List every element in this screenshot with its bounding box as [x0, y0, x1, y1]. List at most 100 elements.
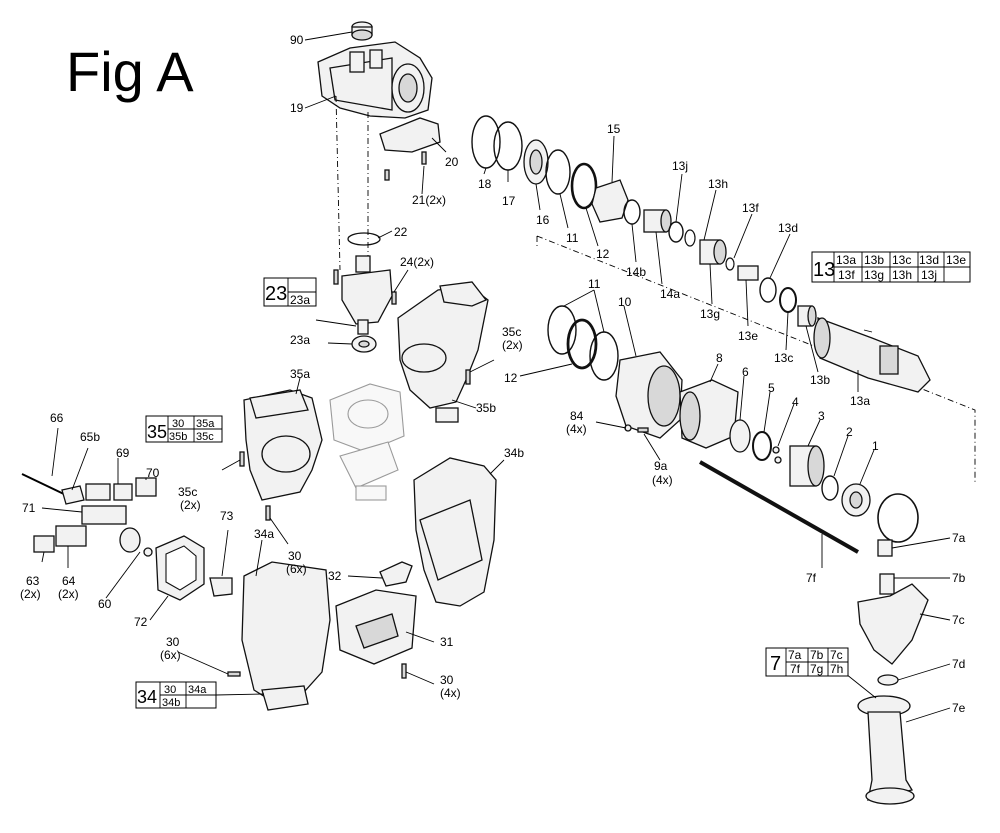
label-14a: 14a: [660, 287, 680, 301]
label-31: 31: [440, 635, 454, 649]
part-13b-collar: [797, 305, 817, 327]
label-7d: 7d: [952, 657, 965, 671]
part-18-ring: [471, 115, 501, 169]
part-6-ring: [729, 419, 751, 453]
part-1-cap: [841, 483, 871, 517]
label-84: 84: [570, 409, 584, 423]
part-13d-ring: [759, 277, 777, 303]
label-17: 17: [502, 194, 516, 208]
label-66: 66: [50, 411, 64, 425]
label-13g: 13g: [700, 307, 720, 321]
label-90: 90: [290, 33, 304, 47]
part-70-spring: [119, 527, 141, 553]
label-14b: 14b: [626, 265, 646, 279]
kit-13-cell-4: 13e: [946, 253, 966, 267]
label-34a: 34a: [254, 527, 274, 541]
part-15-clip: [591, 179, 629, 223]
label-4: 4: [792, 395, 799, 409]
part-13j-ring-b: [684, 229, 696, 247]
part-7f-rod: [699, 460, 859, 554]
part-2-ring: [821, 475, 839, 501]
label-71: 71: [22, 501, 36, 515]
kit-7-cell-0: 7a: [788, 648, 802, 662]
kit-35-main: 35: [147, 422, 167, 442]
part-22-ring: [347, 232, 381, 246]
part-field-ghost: [329, 383, 405, 501]
kit-13-cell-2: 13c: [892, 253, 911, 267]
alignment-line-left: [335, 95, 341, 271]
label-30-6x-a: 30: [288, 549, 302, 563]
leader-lines: [41, 31, 951, 723]
kit-13-cell-0: 13a: [836, 253, 856, 267]
label-6: 6: [742, 365, 749, 379]
part-65b-bracket: [61, 485, 85, 505]
part-12-ring-top: [570, 162, 598, 210]
part-14a-sleeve: [643, 209, 672, 233]
label-21: 21(2x): [412, 193, 446, 207]
label-63-qty: (2x): [20, 587, 41, 601]
label-3: 3: [818, 409, 825, 423]
label-35b: 35b: [476, 401, 496, 415]
label-73: 73: [220, 509, 234, 523]
part-35a-housing: [243, 389, 323, 501]
part-90-cap: [351, 21, 373, 41]
label-20: 20: [445, 155, 459, 169]
label-35c-left-qty: (2x): [180, 498, 201, 512]
kit-13-cell-7: 13h: [892, 268, 912, 282]
part-34a-housing: [241, 561, 331, 711]
part-3-collar: [789, 445, 825, 487]
kit-13-main: 13: [813, 259, 835, 281]
part-30-screw-c: [401, 663, 407, 679]
part-labels: 90 19 20 21(2x) 22 24(2x) 23a 35c (2x) 3…: [20, 33, 966, 715]
part-66-rod: [21, 473, 69, 497]
kit-7-cell-3: 7f: [790, 662, 801, 676]
label-64-qty: (2x): [58, 587, 79, 601]
label-5: 5: [768, 381, 775, 395]
part-4-balls: [772, 446, 782, 464]
part-35c-screw-left: [239, 451, 245, 467]
part-13e-pin: [737, 265, 759, 281]
kit-table-13: 13 13a 13b 13c 13d 13e 13f 13g 13h 13j: [811, 251, 971, 283]
kit-35-cell-3: 35c: [196, 431, 214, 443]
label-16: 16: [536, 213, 550, 227]
kit-table-35: 35 30 35a 35b 35c: [145, 415, 223, 443]
part-13a-barrel: [813, 317, 931, 393]
part-11-ring-top: [545, 149, 571, 195]
figure-title: Fig A: [66, 40, 194, 103]
part-32-clip: [379, 561, 413, 587]
part-12-ring-mid: [566, 318, 598, 370]
label-11-top: 11: [566, 231, 579, 245]
label-2: 2: [846, 425, 853, 439]
label-19: 19: [290, 101, 304, 115]
part-72-frame: [155, 535, 205, 601]
kit-34-cell-1: 34a: [188, 684, 207, 696]
label-13c: 13c: [774, 351, 793, 365]
kit-7-cell-4: 7g: [810, 662, 823, 676]
part-7c-bracket: [857, 583, 929, 665]
label-35a: 35a: [290, 367, 310, 381]
part-13c-ring: [779, 287, 797, 313]
label-24: 24(2x): [400, 255, 434, 269]
part-7e-handle: [857, 695, 915, 805]
label-34b: 34b: [504, 446, 524, 460]
kit-23-main: 23: [265, 283, 287, 305]
part-7a-band: [877, 493, 919, 557]
label-35c-top: 35c: [502, 325, 521, 339]
label-8: 8: [716, 351, 723, 365]
part-19-upper-housing: [317, 41, 433, 119]
label-64: 64: [62, 574, 76, 588]
kit-34-cell-0: 30: [164, 684, 176, 696]
kit-13-cell-8: 13j: [921, 268, 937, 282]
part-17-ring: [493, 121, 523, 171]
label-7c: 7c: [952, 613, 965, 627]
part-14b-ring: [623, 199, 641, 225]
part-71-brush: [81, 505, 127, 525]
part-30-screw-a: [265, 505, 271, 521]
label-23a: 23a: [290, 333, 310, 347]
label-70: 70: [146, 466, 160, 480]
kit-35-cell-0: 30: [172, 418, 184, 430]
label-13f: 13f: [742, 201, 759, 215]
label-13b: 13b: [810, 373, 830, 387]
label-18: 18: [478, 177, 492, 191]
